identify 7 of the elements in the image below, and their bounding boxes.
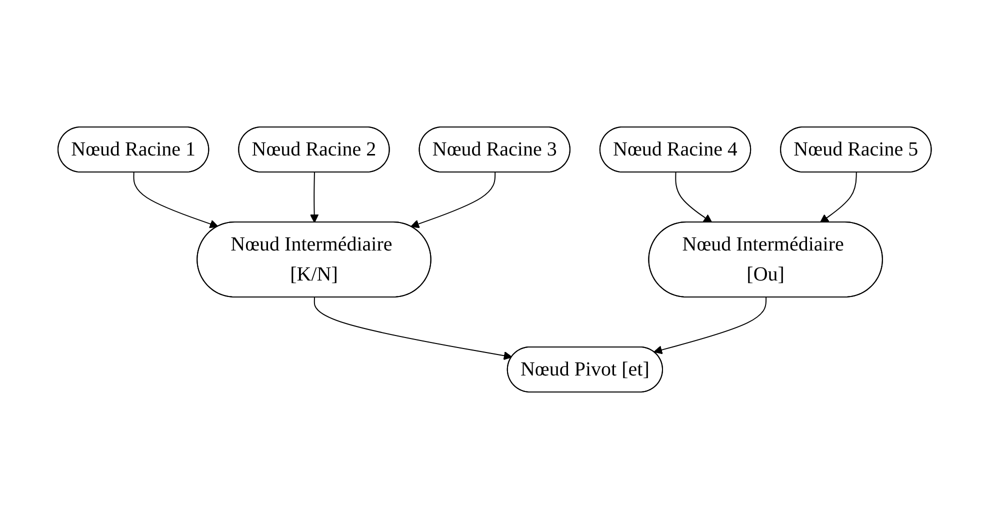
arrow xyxy=(653,296,766,354)
arrow xyxy=(410,172,496,228)
arrow xyxy=(133,172,218,228)
arrow xyxy=(314,296,512,360)
arrow xyxy=(675,172,712,222)
arrow xyxy=(310,172,319,222)
arrow xyxy=(820,172,857,222)
